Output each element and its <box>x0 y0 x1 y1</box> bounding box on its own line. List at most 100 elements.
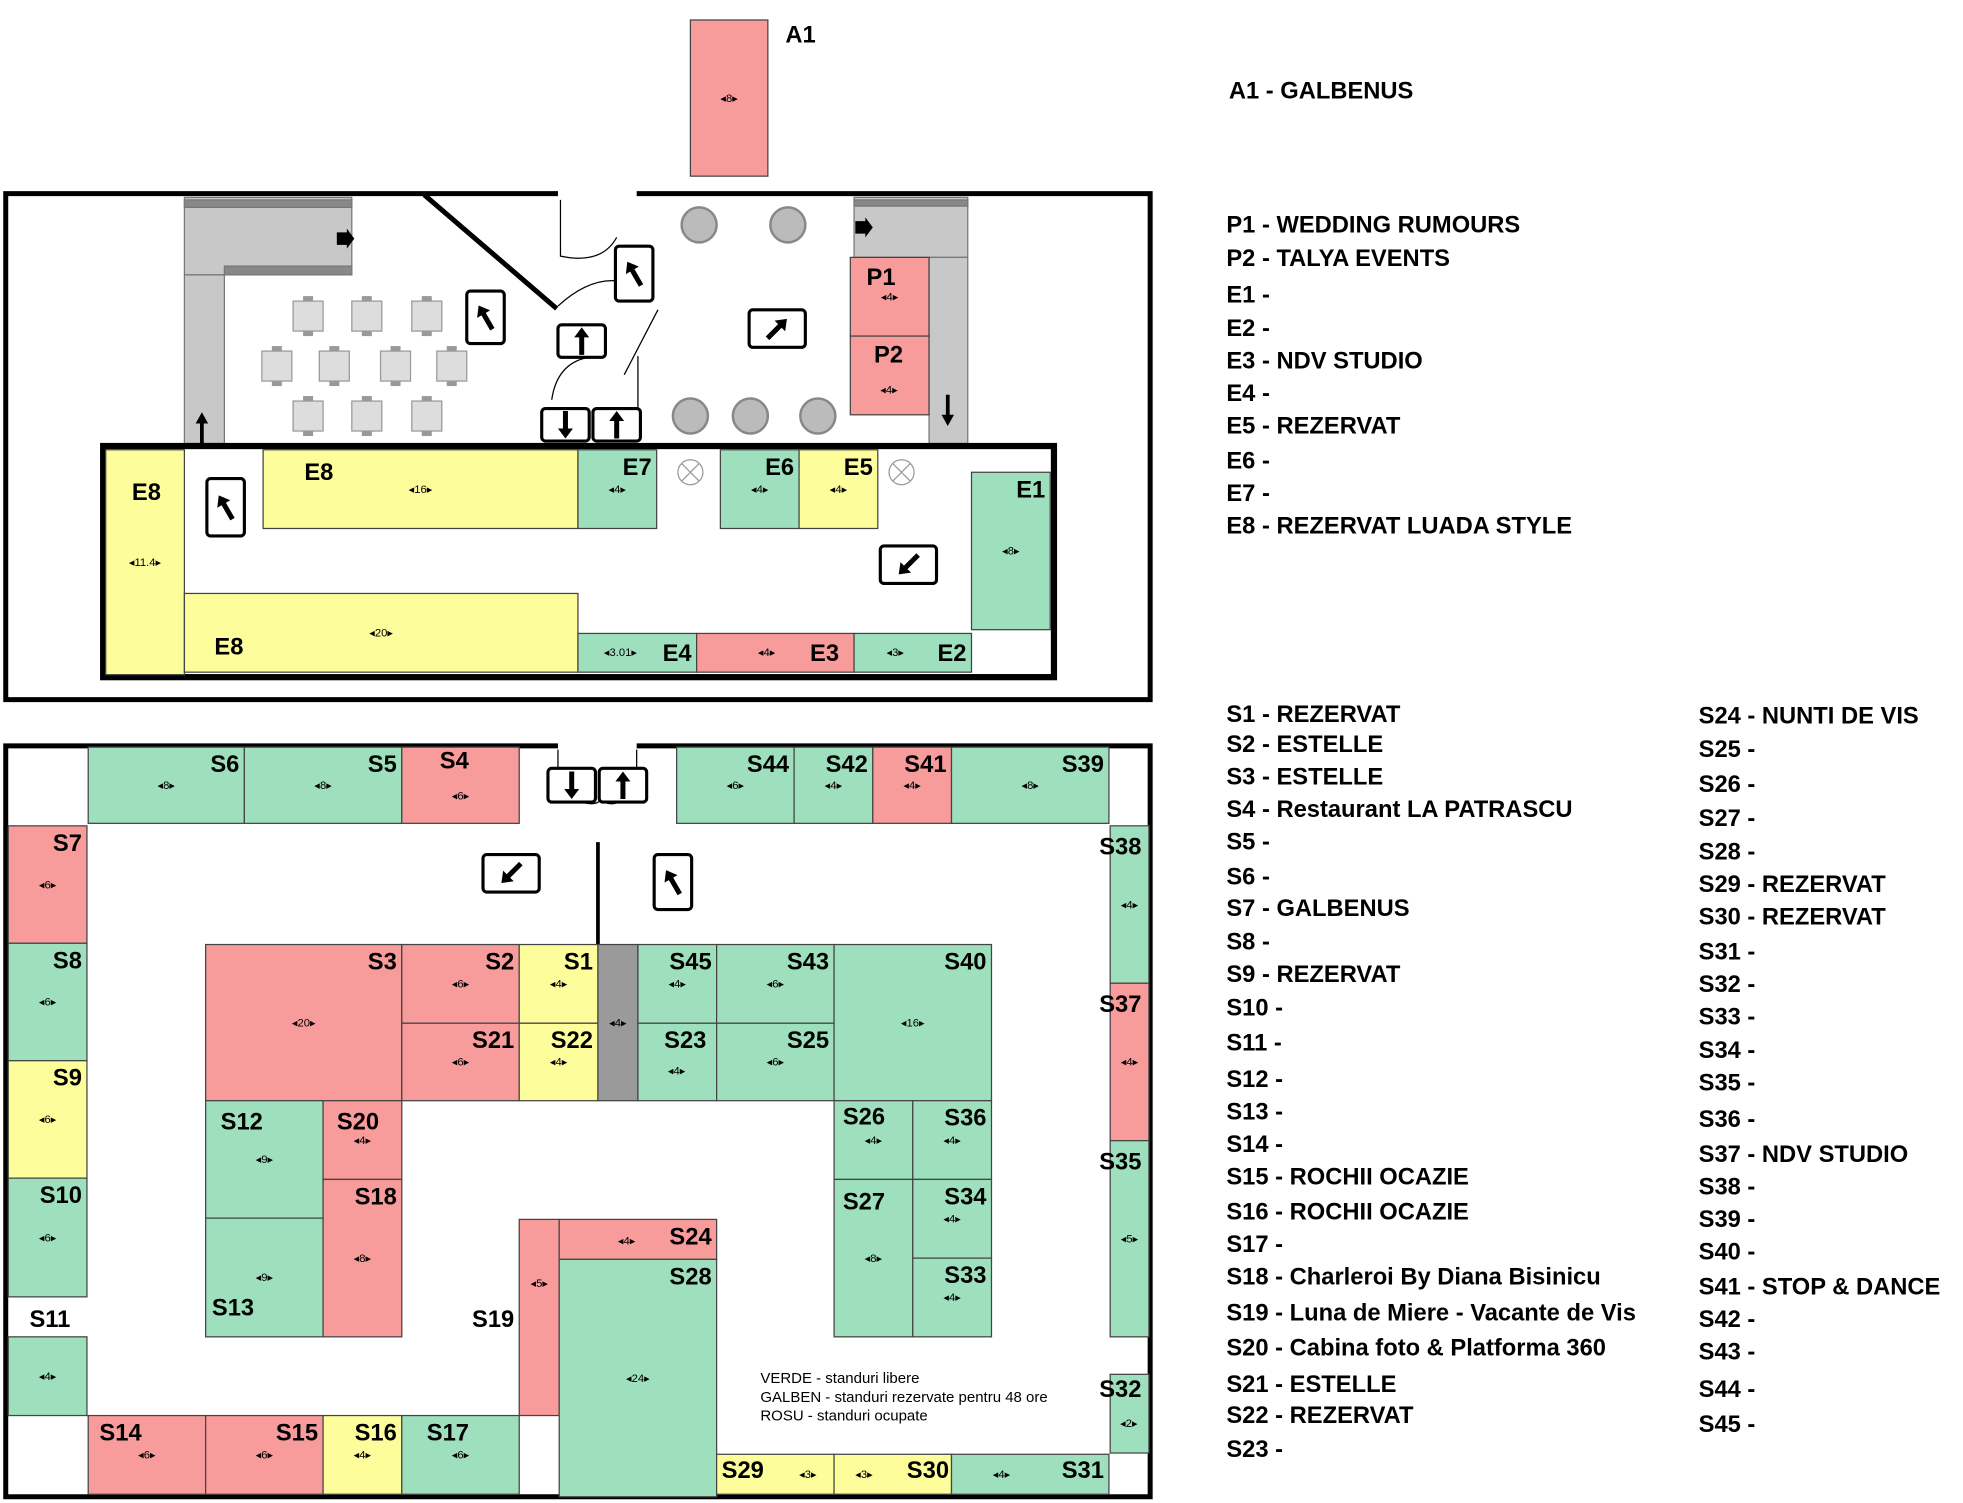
stand-area[interactable] <box>912 1100 993 1181</box>
stand-area[interactable] <box>322 1414 403 1495</box>
stand-area[interactable] <box>322 1178 403 1338</box>
stand-s9[interactable]: S9◂6▸ <box>7 1060 88 1179</box>
stand-s33[interactable]: S33◂4▸ <box>912 1257 993 1338</box>
stand-area[interactable] <box>262 449 579 530</box>
stand-s6[interactable]: S6◂8▸ <box>87 746 245 824</box>
stand-s35[interactable]: S35◂5▸ <box>1099 1140 1150 1338</box>
stand-area[interactable] <box>401 1022 520 1102</box>
stand-s20[interactable]: S20◂4▸ <box>322 1100 403 1181</box>
stand-s10[interactable]: S10◂6▸ <box>7 1177 88 1298</box>
stand-area[interactable] <box>558 1258 718 1498</box>
stand-area[interactable] <box>401 746 520 824</box>
stand-s30[interactable]: S30◂3▸ <box>833 1453 953 1495</box>
stand-s19[interactable]: S19◂5▸ <box>472 1218 560 1417</box>
stand-s15[interactable]: S15◂6▸ <box>205 1414 324 1495</box>
stand-area[interactable] <box>322 1100 403 1181</box>
stand-area[interactable] <box>1109 982 1150 1142</box>
stand-area[interactable] <box>205 943 403 1102</box>
stand-e8c[interactable]: E8◂20▸ <box>183 592 579 673</box>
stand-e8b[interactable]: E8◂16▸ <box>262 449 579 530</box>
stand-area[interactable] <box>716 1453 835 1495</box>
stand-s39[interactable]: S39◂8▸ <box>950 746 1110 824</box>
stand-area[interactable] <box>950 746 1110 824</box>
stand-area[interactable] <box>676 746 795 824</box>
stand-s8[interactable]: S8◂6▸ <box>7 942 88 1062</box>
stand-area[interactable] <box>7 1177 88 1298</box>
stand-s11[interactable]: S11◂4▸ <box>7 1307 88 1417</box>
stand-area[interactable] <box>833 1178 914 1338</box>
stand-area[interactable] <box>970 471 1051 631</box>
stand-area[interactable] <box>833 943 993 1102</box>
stand-s5[interactable]: S5◂8▸ <box>243 746 403 824</box>
stand-e5[interactable]: E5◂4▸ <box>798 449 879 530</box>
stand-area[interactable] <box>1109 1373 1150 1454</box>
stand-area[interactable] <box>205 1414 324 1495</box>
stand-area[interactable] <box>597 943 639 1102</box>
stand-s40[interactable]: S40◂16▸ <box>833 943 993 1102</box>
stand-area[interactable] <box>183 592 579 673</box>
stand-s41[interactable]: S41◂4▸ <box>872 746 953 824</box>
stand-e4[interactable]: E4◂3.01▸ <box>577 632 698 673</box>
stand-s16[interactable]: S16◂4▸ <box>322 1414 403 1495</box>
stand-area[interactable] <box>518 1022 599 1102</box>
stand-s36[interactable]: S36◂4▸ <box>912 1100 993 1181</box>
stand-s31[interactable]: S31◂4▸ <box>950 1453 1110 1495</box>
stand-area[interactable] <box>716 1022 835 1102</box>
stand-area[interactable] <box>7 1336 88 1417</box>
stand-area[interactable] <box>793 746 874 824</box>
stand-s45[interactable]: S45◂4▸ <box>637 943 718 1024</box>
stand-s43[interactable]: S43◂6▸ <box>716 943 835 1024</box>
stand-s29[interactable]: S29◂3▸ <box>716 1453 835 1495</box>
stand-p2[interactable]: P2◂4▸ <box>849 335 930 416</box>
stand-area[interactable] <box>950 1453 1110 1495</box>
stand-s28[interactable]: S28◂24▸ <box>558 1258 718 1498</box>
stand-area[interactable] <box>105 449 186 676</box>
stand-area[interactable] <box>243 746 403 824</box>
stand-s37[interactable]: S37◂4▸ <box>1099 982 1150 1142</box>
stand-area[interactable] <box>696 632 855 673</box>
stand-e8a[interactable]: E8◂11.4▸ <box>105 449 186 676</box>
stand-area[interactable] <box>872 746 953 824</box>
stand-s21[interactable]: S21◂6▸ <box>401 1022 520 1102</box>
stand-area[interactable] <box>518 1218 560 1417</box>
stand-e2[interactable]: E2◂3▸ <box>853 632 973 673</box>
stand-area[interactable] <box>518 943 599 1024</box>
stand-s32[interactable]: S32◂2▸ <box>1099 1373 1150 1454</box>
stand-area[interactable] <box>637 1022 718 1102</box>
stand-s7[interactable]: S7◂6▸ <box>7 825 88 944</box>
stand-s34[interactable]: S34◂4▸ <box>912 1178 993 1259</box>
stand-s42[interactable]: S42◂4▸ <box>793 746 874 824</box>
stand-area[interactable] <box>637 943 718 1024</box>
stand-s17[interactable]: S17◂6▸ <box>401 1414 520 1495</box>
stand-e3[interactable]: E3◂4▸ <box>696 632 855 673</box>
stand-area[interactable] <box>689 19 769 177</box>
stand-area[interactable] <box>205 1100 324 1219</box>
stand-area[interactable] <box>577 632 698 673</box>
stand-a1[interactable]: A1◂8▸ <box>689 19 816 177</box>
stand-area[interactable] <box>205 1217 324 1338</box>
stand-area[interactable] <box>849 256 930 337</box>
stand-s24[interactable]: S24◂4▸ <box>558 1218 718 1260</box>
stand-s13[interactable]: S13◂9▸ <box>205 1217 324 1338</box>
stand-col[interactable]: ◂4▸ <box>597 943 639 1102</box>
stand-s14[interactable]: S14◂6▸ <box>87 1414 207 1495</box>
stand-s1[interactable]: S1◂4▸ <box>518 943 599 1024</box>
stand-s22[interactable]: S22◂4▸ <box>518 1022 599 1102</box>
stand-area[interactable] <box>716 943 835 1024</box>
stand-p1[interactable]: P1◂4▸ <box>849 256 930 337</box>
stand-s26[interactable]: S26◂4▸ <box>833 1100 914 1181</box>
stand-s18[interactable]: S18◂8▸ <box>322 1178 403 1338</box>
stand-s38[interactable]: S38◂4▸ <box>1099 825 1150 984</box>
stand-area[interactable] <box>87 746 245 824</box>
stand-s2[interactable]: S2◂6▸ <box>401 943 520 1024</box>
stand-area[interactable] <box>833 1100 914 1181</box>
stand-s3[interactable]: S3◂20▸ <box>205 943 403 1102</box>
stand-e7[interactable]: E7◂4▸ <box>577 449 658 530</box>
stand-area[interactable] <box>719 449 800 530</box>
stand-area[interactable] <box>798 449 879 530</box>
stand-area[interactable] <box>401 943 520 1024</box>
stand-area[interactable] <box>7 1060 88 1179</box>
stand-area[interactable] <box>87 1414 207 1495</box>
stand-s44[interactable]: S44◂6▸ <box>676 746 795 824</box>
stand-e1[interactable]: E1◂8▸ <box>970 471 1051 631</box>
